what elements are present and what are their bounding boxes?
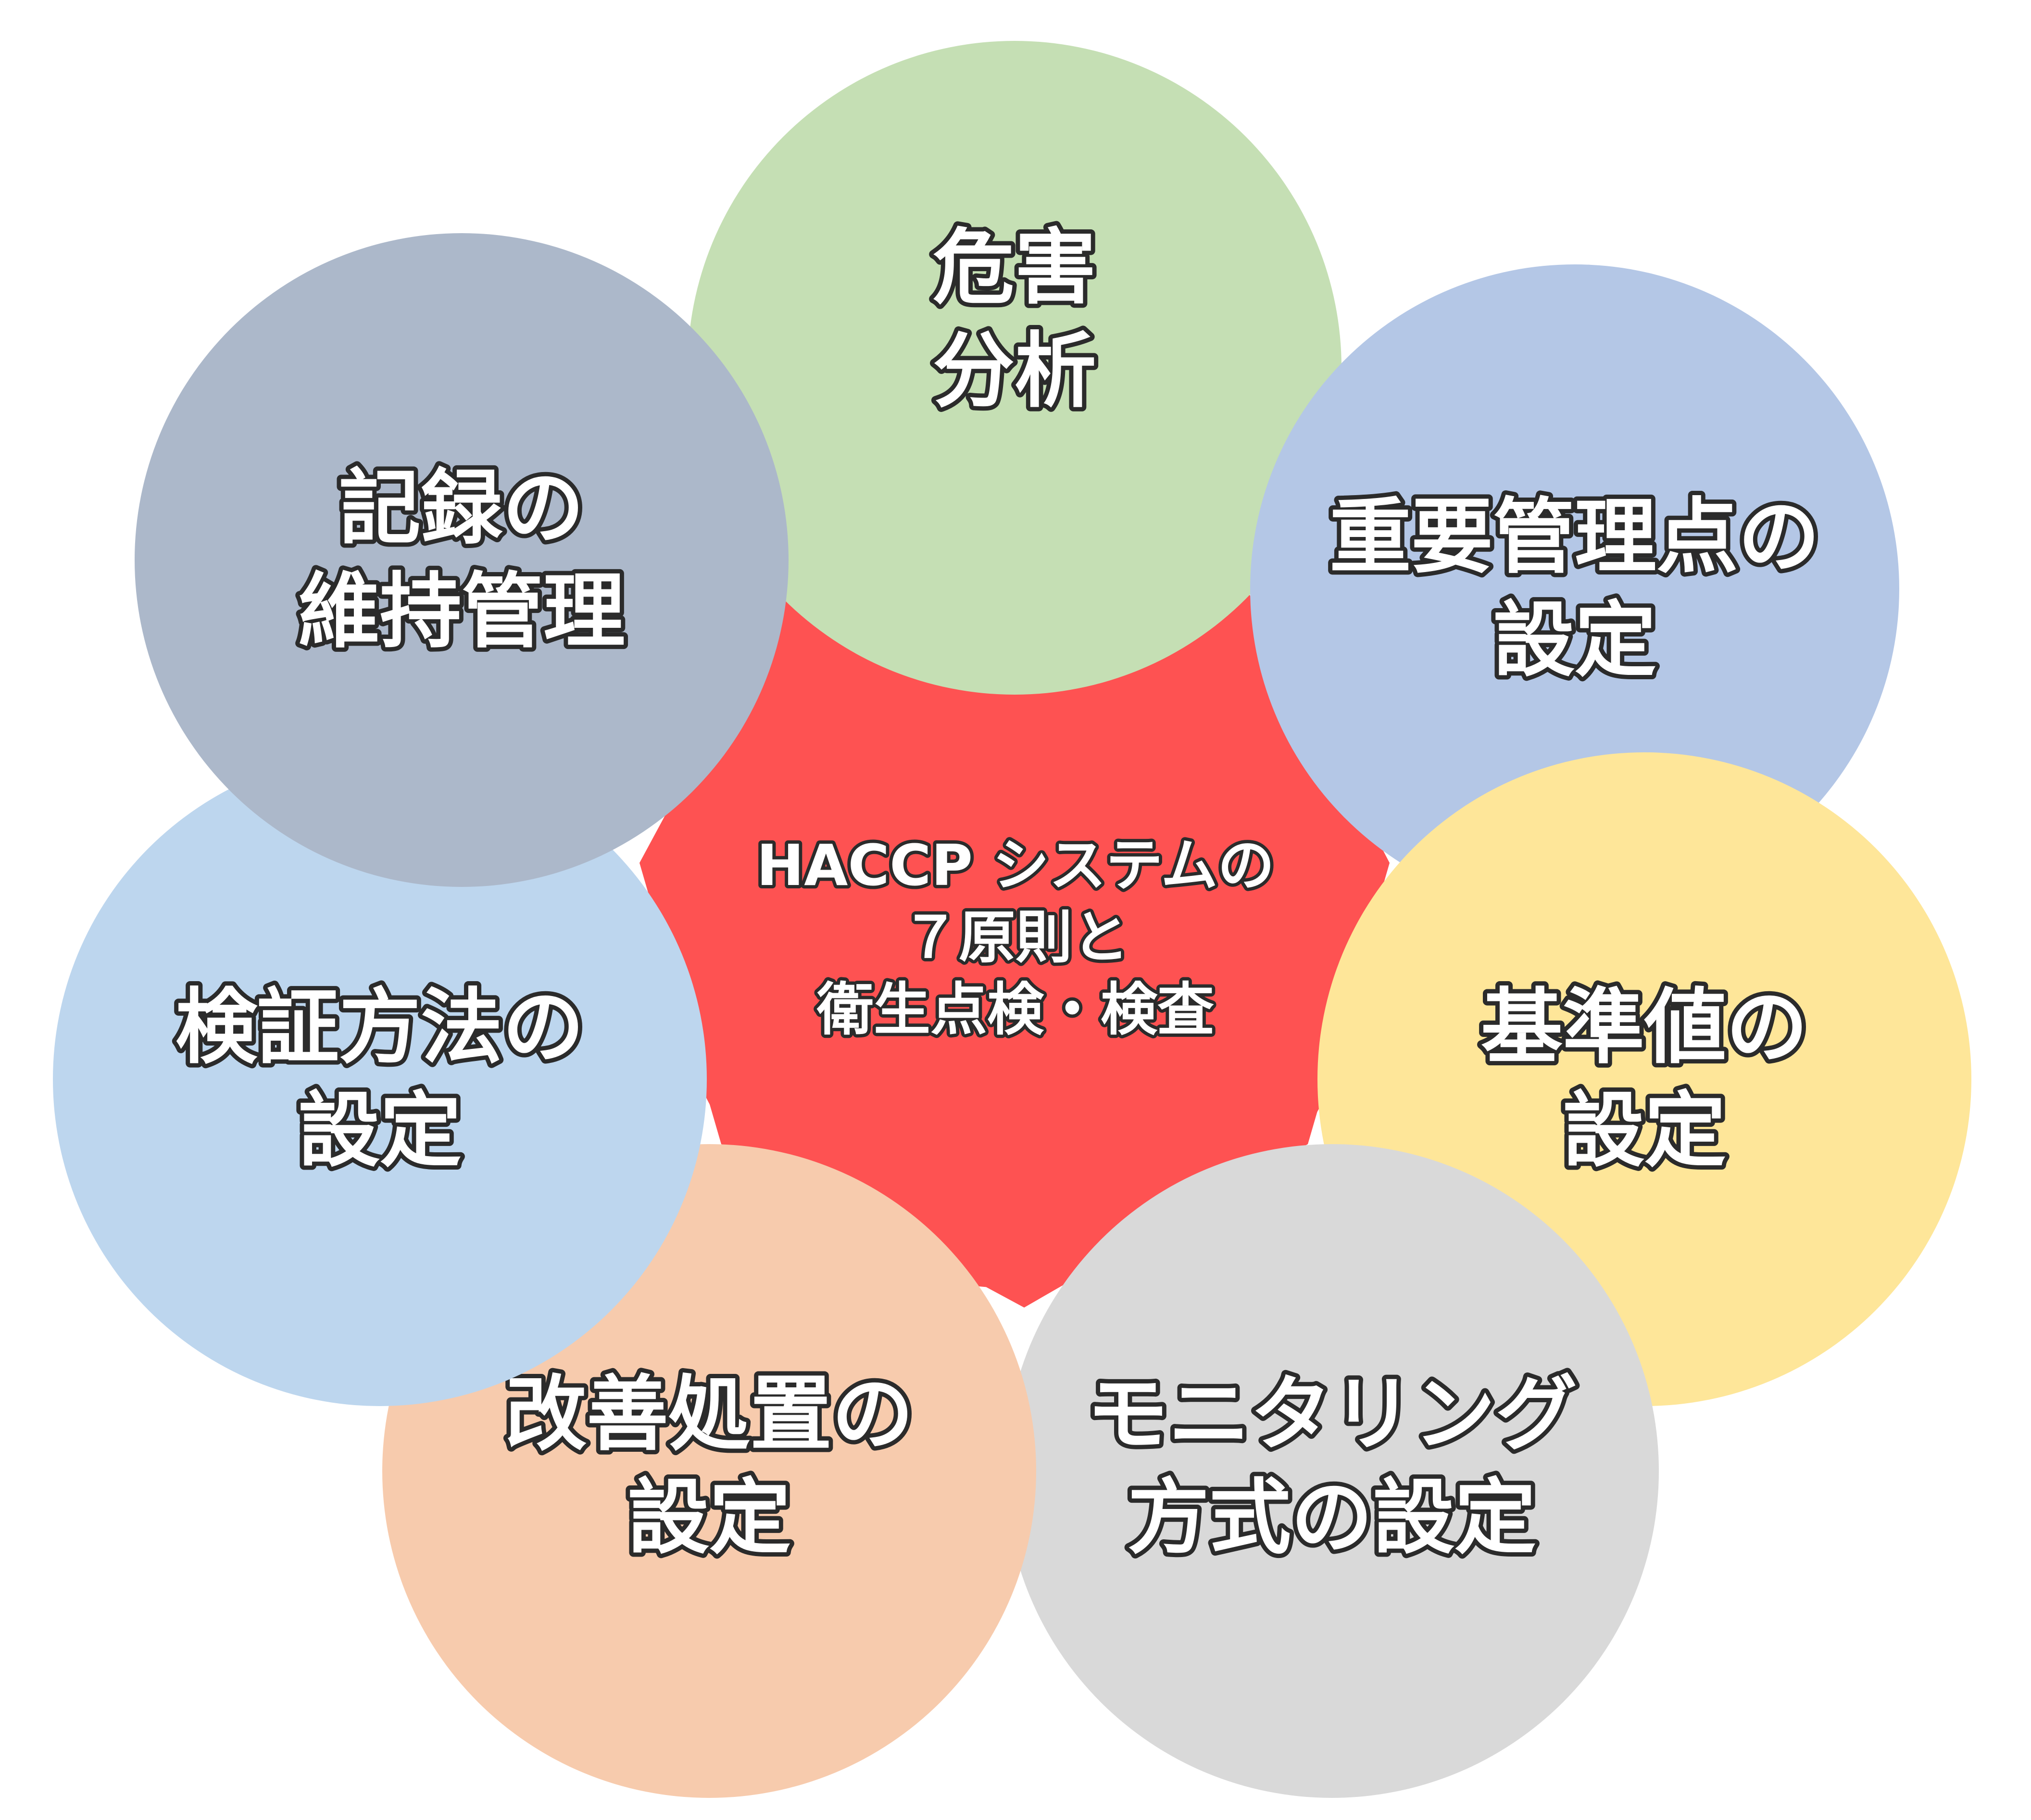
node-circle-ccp-setting	[1250, 264, 1899, 913]
node-label-corrective-action-setting-line-2: 設定	[627, 1471, 791, 1566]
nodes-layer: 危害分析重要管理点の設定基準値の設定モニタリング方式の設定改善処置の設定検証方法…	[53, 41, 1971, 1798]
node-label-hazard-analysis-line-2: 分析	[933, 324, 1096, 419]
node-label-verification-method-setting-line-1: 検証方法の	[176, 980, 584, 1075]
node-label-critical-limit-setting-line-1: 基準値の	[1481, 980, 1808, 1075]
node-label-ccp-setting-line-1: 重要管理点の	[1329, 490, 1820, 585]
center-label-line-2: ７原則と	[902, 904, 1129, 971]
node-label-ccp-setting-line-2: 設定	[1493, 593, 1656, 688]
node-label-critical-limit-setting-line-2: 設定	[1563, 1084, 1726, 1179]
node-label-monitoring-method-setting-line-2: 方式の設定	[1128, 1471, 1536, 1566]
node-label-monitoring-method-setting-line-1: モニタリング	[1087, 1367, 1577, 1462]
node-circle-record-keeping	[135, 233, 789, 887]
center-label-line-3: 衛生点検・検査	[816, 976, 1214, 1043]
node-label-record-keeping-line-2: 維持管理	[298, 564, 625, 660]
node-label-verification-method-setting-line-2: 設定	[298, 1084, 462, 1179]
node-label-hazard-analysis-line-1: 危害	[933, 221, 1096, 316]
node-label-record-keeping-line-1: 記録の	[339, 461, 584, 556]
node-circle-hazard-analysis	[688, 41, 1341, 695]
node-circle-verification-method-setting	[53, 752, 707, 1406]
node-circle-monitoring-method-setting	[1005, 1144, 1659, 1798]
center-circle	[669, 596, 1362, 1288]
center-layer	[639, 586, 1390, 1308]
node-label-corrective-action-setting-line-1: 改善処置の	[505, 1367, 914, 1462]
center-label-line-1: HACCP システムの	[756, 832, 1274, 898]
